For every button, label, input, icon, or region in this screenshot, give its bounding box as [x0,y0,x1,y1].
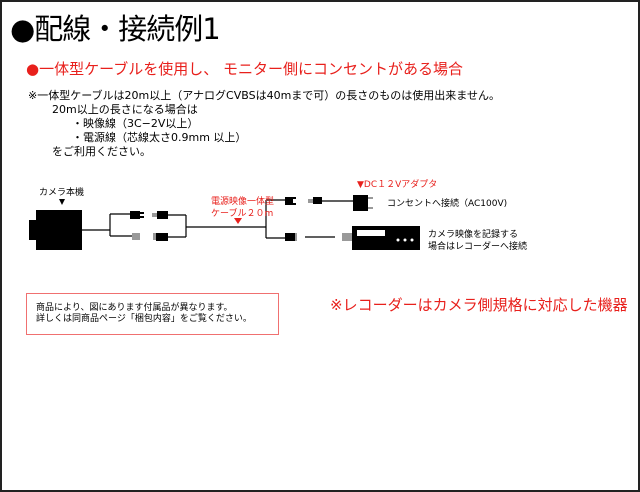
adapter-label: ▼DC１２Vアダプタ [357,180,438,190]
page-title: ●配線・接続例1 [10,12,221,46]
recorder-icon [352,226,420,250]
note-line-1: ※一体型ケーブルは20m以上（アナログCVBSは40mまで可）の長さのものは使用… [28,89,500,102]
cable-label-1: 電源映像一体型 [211,197,275,207]
cable-label-2: ケーブル２０m [211,209,274,219]
camera-label: カメラ本機 [39,188,85,198]
section-subtitle: ●一体型ケーブルを使用し、 モニター側にコンセントがある場合 [26,60,463,78]
note-line-2: 20m以上の長さになる場合は [52,103,198,116]
camera-icon [29,210,82,250]
camera-pointer-icon [59,199,65,205]
cable-lines [82,199,353,239]
note-line-5: をご利用ください。 [52,145,151,158]
info-line-2: 詳しくは同商品ページ「梱包内容」をご覧ください。 [36,314,252,324]
recorder-note: ※レコーダーはカメラ側規格に対応した機器 [330,296,628,314]
info-line-1: 商品により、図にあります付属品が異なります。 [36,303,233,313]
outlet-label: コンセントへ接続（AC100V) [387,199,508,209]
note-line-3: ・映像線（3C−2V以上） [72,117,199,130]
ac-adapter-icon [353,195,373,211]
note-line-4: ・電源線（芯線太さ0.9mm 以上） [72,131,247,144]
cable-pointer-icon [234,218,242,224]
connector-icons [130,197,352,241]
recorder-label-1: カメラ映像を記録する [428,230,519,240]
info-box: 商品により、図にあります付属品が異なります。 詳しくは同商品ページ「梱包内容」を… [26,293,279,335]
recorder-label-2: 場合はレコーダーへ接続 [428,242,528,252]
